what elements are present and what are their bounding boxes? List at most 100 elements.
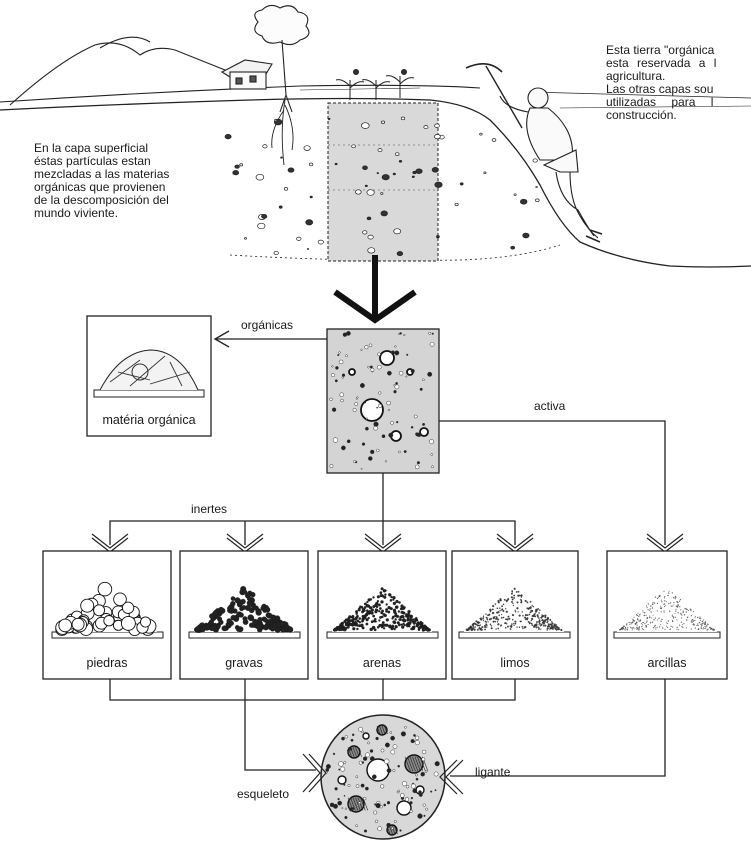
fine-grain bbox=[369, 749, 374, 753]
fine-grain bbox=[401, 781, 408, 787]
pebble bbox=[232, 170, 240, 176]
fine-grain bbox=[376, 729, 379, 732]
small-particle bbox=[364, 345, 369, 350]
fine-grain bbox=[358, 726, 364, 732]
small-particle bbox=[399, 332, 402, 335]
pebble bbox=[376, 172, 379, 175]
small-particle bbox=[384, 460, 387, 463]
small-particle bbox=[377, 352, 381, 357]
heap bbox=[617, 588, 717, 632]
fine-grain bbox=[433, 771, 439, 777]
note-line: utilizadas para l bbox=[606, 95, 714, 109]
component-label-piedras: piedras bbox=[86, 656, 128, 670]
note-line: éstas partículas estan bbox=[34, 154, 151, 168]
small-particle bbox=[398, 370, 404, 376]
fine-grain bbox=[386, 801, 391, 805]
small-particle bbox=[406, 353, 409, 356]
pebble bbox=[274, 119, 278, 122]
pebble bbox=[366, 189, 375, 196]
fine-grain bbox=[355, 784, 360, 789]
fine-grain bbox=[399, 829, 402, 832]
fine-grain bbox=[411, 783, 416, 789]
pebble bbox=[483, 171, 487, 174]
small-particle bbox=[377, 403, 383, 408]
pebble bbox=[380, 210, 388, 217]
fine-grain bbox=[413, 734, 416, 737]
fine-grain bbox=[384, 742, 390, 748]
fine-grain bbox=[393, 820, 397, 824]
pebble bbox=[377, 148, 383, 153]
small-particle bbox=[422, 422, 426, 426]
pebble bbox=[520, 198, 528, 205]
small-particle bbox=[370, 449, 375, 455]
small-particle bbox=[419, 387, 423, 391]
fine-grain bbox=[344, 735, 348, 739]
small-particle bbox=[429, 341, 435, 347]
small-particle bbox=[386, 400, 391, 406]
fine-grain bbox=[374, 819, 379, 824]
small-particle bbox=[396, 420, 399, 424]
pebble bbox=[436, 235, 440, 239]
fine-grain bbox=[350, 738, 354, 742]
fine-grain bbox=[356, 804, 359, 807]
small-particle bbox=[368, 456, 373, 461]
fine-grain bbox=[392, 769, 396, 773]
pebble bbox=[309, 195, 313, 199]
small-particle bbox=[431, 332, 434, 335]
note-line: esta reservada a l bbox=[606, 56, 717, 70]
small-particle bbox=[410, 426, 414, 429]
pebble bbox=[273, 250, 279, 256]
small-particle bbox=[368, 343, 373, 348]
note-line: mezcladas a las materias bbox=[34, 167, 170, 181]
note-line: En la capa superficial bbox=[34, 141, 149, 155]
pebble bbox=[393, 228, 402, 235]
pebble bbox=[255, 173, 265, 181]
pebble bbox=[423, 125, 429, 130]
heap bbox=[332, 587, 432, 632]
small-particle bbox=[331, 407, 337, 412]
fine-grain bbox=[347, 784, 351, 787]
large-particle bbox=[379, 350, 395, 366]
small-particle bbox=[338, 359, 344, 365]
small-particle bbox=[334, 379, 338, 383]
landscape-scene bbox=[0, 36, 751, 268]
fine-grain bbox=[346, 749, 350, 752]
fine-grain bbox=[344, 807, 347, 810]
mixture-particles bbox=[325, 724, 440, 836]
small-particle bbox=[415, 432, 420, 437]
fine-grain bbox=[338, 761, 344, 767]
small-particle bbox=[370, 367, 375, 372]
small-particle bbox=[353, 460, 357, 463]
organic-matter-label: matéria orgánica bbox=[102, 413, 196, 427]
fine-grain bbox=[390, 735, 395, 741]
fine-grain bbox=[332, 752, 336, 756]
fine-grain bbox=[380, 784, 385, 789]
fine-grain bbox=[337, 800, 343, 806]
small-particle bbox=[387, 370, 392, 376]
small-particle bbox=[416, 461, 420, 465]
pebble bbox=[317, 239, 324, 245]
fine-grain bbox=[389, 731, 393, 734]
small-particle bbox=[354, 402, 359, 406]
pebble bbox=[411, 175, 415, 178]
fine-grain bbox=[340, 766, 346, 772]
surface-layer-note: En la capa superficial éstas partículas … bbox=[34, 142, 212, 220]
fine-grain bbox=[355, 775, 359, 779]
small-particle bbox=[393, 390, 397, 394]
small-particle bbox=[410, 368, 415, 374]
small-particle bbox=[365, 417, 368, 420]
tree-drawing bbox=[254, 4, 310, 166]
pebble bbox=[361, 122, 370, 129]
fine-grain bbox=[418, 790, 422, 794]
pebble bbox=[305, 219, 314, 226]
small-particle bbox=[373, 426, 378, 431]
small-particle bbox=[422, 378, 425, 382]
small-particle bbox=[390, 350, 395, 355]
small-particle bbox=[337, 353, 340, 357]
small-particle bbox=[360, 348, 363, 351]
label-inertes: inertes bbox=[191, 502, 228, 516]
fine-grain bbox=[421, 749, 427, 755]
fine-grain bbox=[384, 758, 390, 764]
small-particle bbox=[428, 439, 435, 445]
small-particle bbox=[341, 376, 344, 379]
